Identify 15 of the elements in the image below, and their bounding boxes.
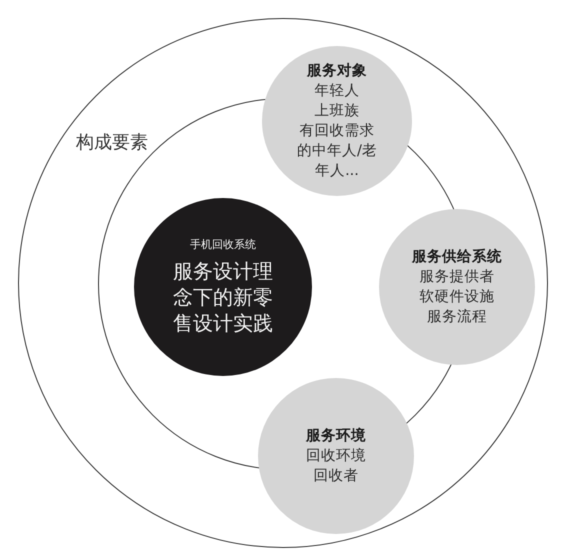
circle-heading: 服务供给系统 — [412, 248, 502, 267]
circle-item: 回收环境 — [304, 446, 367, 466]
center-title: 服务设计理念下的新零售设计实践 — [172, 258, 274, 336]
circle-item: 上班族 — [313, 102, 360, 121]
circle-heading: 服务环境 — [306, 426, 366, 446]
circle-item: 回收者 — [312, 467, 360, 486]
ring-label: 构成要素 — [76, 132, 148, 154]
circle-item: 服务提供者 — [418, 268, 496, 287]
circle-item: 有回收需求的中年人/老年人... — [296, 122, 378, 181]
system-subtitle: 手机回收系统 — [190, 238, 256, 252]
circle-item: 年轻人 — [313, 82, 360, 101]
outer-circle — [18, 18, 548, 548]
circle-item: 服务流程 — [426, 308, 488, 327]
circle-item: 软硬件设施 — [418, 288, 496, 307]
circle-heading: 服务对象 — [307, 62, 367, 81]
